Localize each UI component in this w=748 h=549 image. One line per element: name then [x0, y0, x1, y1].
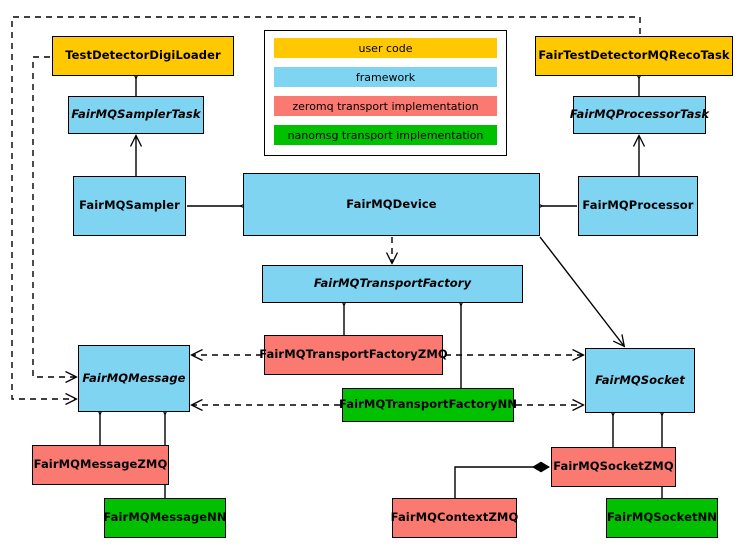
class-node-FairMQSampler[interactable]: FairMQSampler	[73, 176, 186, 236]
class-node-FairMQTransportFactory[interactable]: FairMQTransportFactory	[262, 265, 523, 303]
class-node-FairMQSocketZMQ[interactable]: FairMQSocketZMQ	[551, 447, 676, 487]
legend-item-zeromq: zeromq transport implementation	[274, 96, 497, 116]
class-node-FairMQDevice[interactable]: FairMQDevice	[243, 173, 540, 236]
class-node-FairMQTransportFactoryNN[interactable]: FairMQTransportFactoryNN	[339, 388, 517, 422]
class-node-FairMQSamplerTask[interactable]: FairMQSamplerTask	[68, 96, 204, 134]
class-node-FairTestDetectorMQRecoTask[interactable]: FairTestDetectorMQRecoTask	[535, 36, 733, 76]
edge-device-to-socket	[539, 236, 624, 346]
class-node-TestDetectorDigiLoader[interactable]: TestDetectorDigiLoader	[52, 36, 234, 76]
class-node-FairMQSocket[interactable]: FairMQSocket	[585, 348, 695, 413]
class-node-FairMQProcessorTask[interactable]: FairMQProcessorTask	[570, 96, 709, 134]
class-node-FairMQProcessor[interactable]: FairMQProcessor	[578, 176, 698, 236]
legend-item-framework: framework	[274, 67, 497, 87]
legend-item-user_code: user code	[274, 38, 497, 58]
legend-item-nanomsg: nanomsg transport implementation	[274, 125, 497, 145]
class-node-FairMQMessageZMQ[interactable]: FairMQMessageZMQ	[32, 445, 169, 485]
class-node-FairMQMessage[interactable]: FairMQMessage	[78, 345, 190, 412]
legend-panel: user code framework zeromq transport imple…	[264, 30, 507, 156]
edge-contextzmq-to-socketzmq	[454, 461, 550, 498]
class-node-FairMQSocketNN[interactable]: FairMQSocketNN	[606, 498, 718, 538]
class-node-FairMQMessageNN[interactable]: FairMQMessageNN	[103, 498, 227, 538]
class-node-FairMQContextZMQ[interactable]: FairMQContextZMQ	[391, 498, 518, 538]
class-node-FairMQTransportFactoryZMQ[interactable]: FairMQTransportFactoryZMQ	[259, 335, 448, 375]
